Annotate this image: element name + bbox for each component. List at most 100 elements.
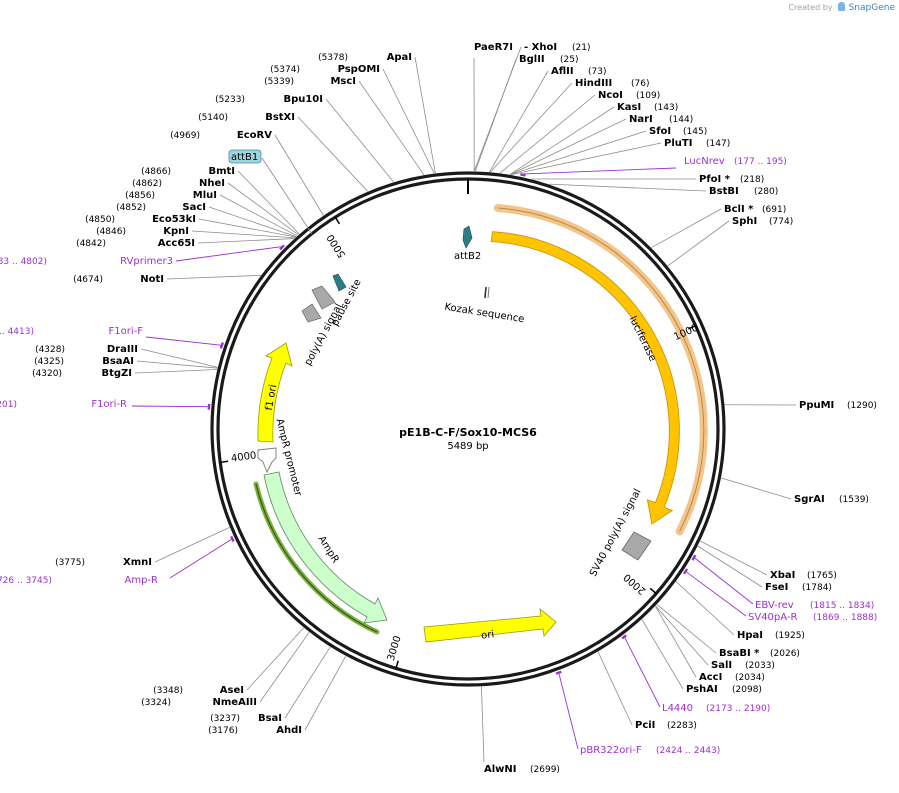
enzyme-site-noti[interactable]: NotI (4674) xyxy=(73,274,261,285)
enzyme-name: KasI xyxy=(617,102,641,113)
enzyme-position: (5140) xyxy=(198,113,228,123)
enzyme-site-saci[interactable]: SacI(4852) xyxy=(116,202,296,237)
enzyme-lead xyxy=(167,275,261,279)
scale-label-4000: 4000 xyxy=(230,450,257,464)
enzyme-site-btgzi[interactable]: BtgZI(4320) xyxy=(32,368,217,379)
enzyme-site-sfoi[interactable]: SfoI(145) xyxy=(511,126,708,175)
enzyme-name: PfoI * xyxy=(699,174,731,185)
enzyme-name: PciI xyxy=(635,720,655,731)
attB1-lead xyxy=(262,158,312,234)
primer-range: (1815 .. 1834) xyxy=(810,601,874,611)
enzyme-position: (4325) xyxy=(34,357,64,367)
enzyme-position: (2034) xyxy=(735,673,765,683)
primer-f1ori-r[interactable]: F1ori-R(4182 .. 4201) xyxy=(0,399,209,410)
enzyme-position: (25) xyxy=(560,55,578,65)
primer-lead xyxy=(146,337,221,345)
enzyme-position: (4846) xyxy=(96,227,126,237)
enzyme-lead xyxy=(549,184,706,191)
attB2-marker xyxy=(463,226,472,248)
enzyme-position: (147) xyxy=(706,139,730,149)
enzyme-site-ppumi[interactable]: PpuMI (1290) xyxy=(725,400,877,411)
enzyme-site-alwni[interactable]: AlwNI(2699) xyxy=(481,687,560,775)
snapgene-branding[interactable]: Created by SnapGene xyxy=(788,2,895,13)
enzyme-position: (1765) xyxy=(807,571,837,581)
scale-tick-5000 xyxy=(335,217,339,224)
enzyme-position: (1290) xyxy=(847,401,877,411)
enzyme-site-pfoi[interactable]: PfoI *(218) xyxy=(532,174,764,185)
primer-bind-mark xyxy=(520,174,525,175)
enzyme-name: NcoI xyxy=(598,90,623,101)
enzyme-name: KpnI xyxy=(163,226,189,237)
enzyme-name: BclI * xyxy=(724,204,754,215)
enzyme-name: FseI xyxy=(765,582,788,593)
enzyme-name: Eco53kI xyxy=(152,214,196,225)
primer-name: Amp-R xyxy=(125,575,159,586)
plasmid-name: pE1B-C-F/Sox10-MCS6 xyxy=(399,426,537,439)
enzyme-name: MluI xyxy=(193,190,217,201)
enzyme-lead xyxy=(698,546,762,587)
enzyme-position: (144) xyxy=(669,115,693,125)
primer-bind-mark xyxy=(556,672,561,674)
primer-bind-mark xyxy=(684,569,687,574)
enzyme-position: (774) xyxy=(769,217,793,227)
primer-range: (2424 .. 2443) xyxy=(656,746,720,756)
enzyme-site-pcii[interactable]: PciI(2283) xyxy=(598,652,697,731)
enzyme-position: (143) xyxy=(654,103,678,113)
enzyme-name: NheI xyxy=(199,178,225,189)
enzyme-site-sphi[interactable]: SphI (774) xyxy=(668,216,793,266)
enzyme-site-paer7i[interactable]: PaeR7I xyxy=(474,42,513,171)
enzyme-site-sgrai[interactable]: SgrAI(1539) xyxy=(721,478,869,505)
enzyme-name: PpuMI xyxy=(799,400,834,411)
enzyme-site-xmni[interactable]: XmnI(3775) xyxy=(55,527,229,568)
enzyme-name: SphI xyxy=(732,216,757,227)
primer-lead xyxy=(695,558,753,604)
enzyme-position: (5233) xyxy=(215,95,245,105)
enzyme-lead xyxy=(510,119,626,174)
enzyme-name: XbaI xyxy=(770,570,795,581)
enzyme-name: PaeR7I xyxy=(474,42,513,53)
enzyme-name: AccI xyxy=(699,672,722,683)
primer-rvprimer3[interactable]: RVprimer3(4783 .. 4802) xyxy=(0,245,284,267)
ori-label: ori xyxy=(481,629,495,642)
enzyme-lead xyxy=(598,652,632,725)
enzyme-site-hindiii[interactable]: HindIII(76) xyxy=(490,78,649,172)
scale-label-3000: 3000 xyxy=(386,635,404,663)
enzyme-position: (145) xyxy=(683,127,707,137)
enzyme-lead xyxy=(475,59,516,171)
pause-site-marker xyxy=(333,274,346,291)
enzyme-site-kasi[interactable]: KasI (143) xyxy=(510,102,678,174)
enzyme-position: (73) xyxy=(588,67,606,77)
primer-amp-r[interactable]: Amp-R(3726 .. 3745) xyxy=(0,536,234,586)
primer-name: F1ori-F xyxy=(109,326,144,337)
enzyme-site-asei[interactable]: AseI(3348) xyxy=(153,628,304,696)
enzyme-position: (5378) xyxy=(318,53,348,63)
enzyme-lead xyxy=(155,527,229,562)
primer-name: L4440 xyxy=(662,703,693,714)
enzyme-site-fsei[interactable]: FseI(1784) xyxy=(698,546,832,593)
enzyme-name: NotI xyxy=(140,274,164,285)
enzyme-site-kpni[interactable]: KpnI (4846) xyxy=(96,226,295,238)
enzyme-site-mlui[interactable]: MluI(4856) xyxy=(125,190,297,236)
polya-box-2 xyxy=(302,304,321,322)
primer-range: (4783 .. 4802) xyxy=(0,257,47,267)
enzyme-position: (3237) xyxy=(210,714,240,724)
created-by-text: Created by xyxy=(788,3,832,12)
enzyme-site-acc65i[interactable]: Acc65I(4842) xyxy=(76,238,294,249)
primer-bind-mark xyxy=(622,635,626,638)
enzyme-site-bcli[interactable]: BclI *(691) xyxy=(651,204,786,248)
enzyme-position: (4674) xyxy=(73,275,103,285)
enzyme-name: ApaI xyxy=(387,52,412,63)
enzyme-site-msci[interactable]: MscI(5339) xyxy=(264,76,424,175)
enzyme-position: (1925) xyxy=(775,631,805,641)
enzyme-name: BstBI xyxy=(709,186,739,197)
kozak-marker-2 xyxy=(488,287,489,298)
enzyme-site-nhei[interactable]: NheI(4862) xyxy=(132,178,298,235)
enzyme-lead xyxy=(657,605,716,653)
primer-range: (4182 .. 4201) xyxy=(0,400,17,410)
enzyme-name: NarI xyxy=(629,114,653,125)
primer-lead xyxy=(625,638,660,707)
enzyme-site-bsaai[interactable]: BsaAI(4325) xyxy=(34,356,217,368)
enzyme-site-nmeaiii[interactable]: NmeAIII(3324) xyxy=(141,632,309,708)
enzyme-site-bstbi[interactable]: BstBI(280) xyxy=(549,184,778,197)
enzyme-lead xyxy=(228,183,298,235)
